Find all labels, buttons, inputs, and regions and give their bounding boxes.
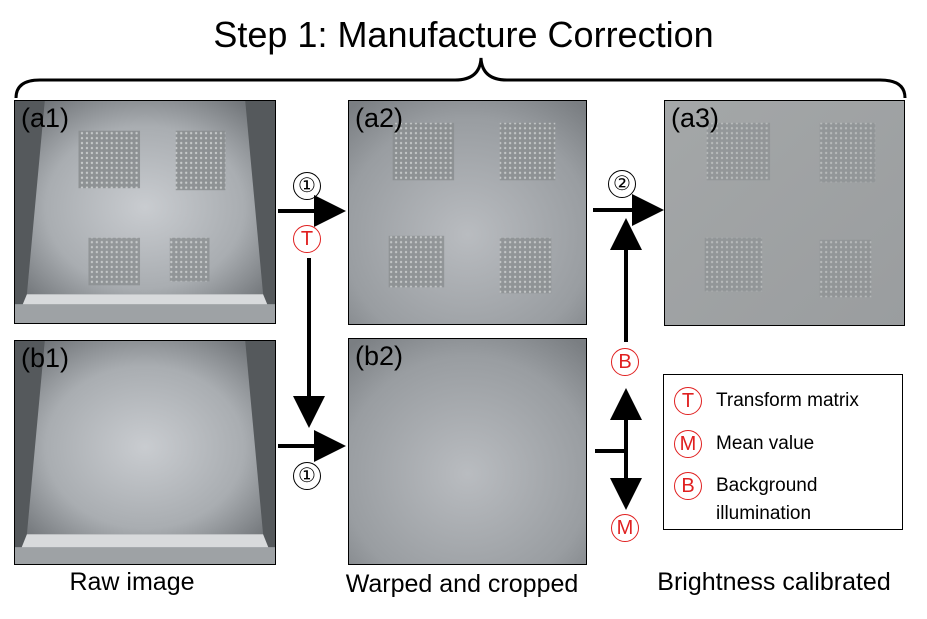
panel-a1-label: (a1) [21,103,70,133]
background-illumination-marker: B [611,348,639,376]
panel-a2-label: (a2) [355,103,404,133]
mean-value-marker: M [611,514,639,542]
panel-b1-label: (b1) [21,343,70,373]
step-1-marker-bottom: ① [293,462,321,490]
caption-warped: Warped and cropped [345,570,579,598]
legend-symbol-m: M [674,430,702,458]
legend-text-background: Background [716,475,818,496]
legend-text-mean: Mean value [716,433,815,454]
panel-b1-raw-image: (b1) [14,340,276,565]
legend-text-illumination: illumination [716,503,812,524]
step-2-marker: ② [608,170,636,198]
panel-b2-warped: (b2) [348,338,587,565]
legend-symbol-b: B [674,472,702,500]
transform-matrix-marker: T [293,225,321,253]
panel-a2-warped: (a2) [348,100,587,325]
step-1-marker-top: ① [293,172,321,200]
legend-symbol-t: T [674,387,702,415]
panel-a3-calibrated: (a3) [664,100,905,326]
diagram-title: Step 1: Manufacture Correction [213,14,714,55]
panel-b2-label: (b2) [355,341,404,371]
legend-box: T Transform matrix M Mean value B Backgr… [663,374,903,530]
panel-a3-label: (a3) [671,103,720,133]
caption-brightness: Brightness calibrated [657,568,891,596]
panel-a1-raw-image: (a1) [14,100,276,324]
caption-raw-image: Raw image [69,568,195,596]
legend-text-transform: Transform matrix [716,390,859,411]
